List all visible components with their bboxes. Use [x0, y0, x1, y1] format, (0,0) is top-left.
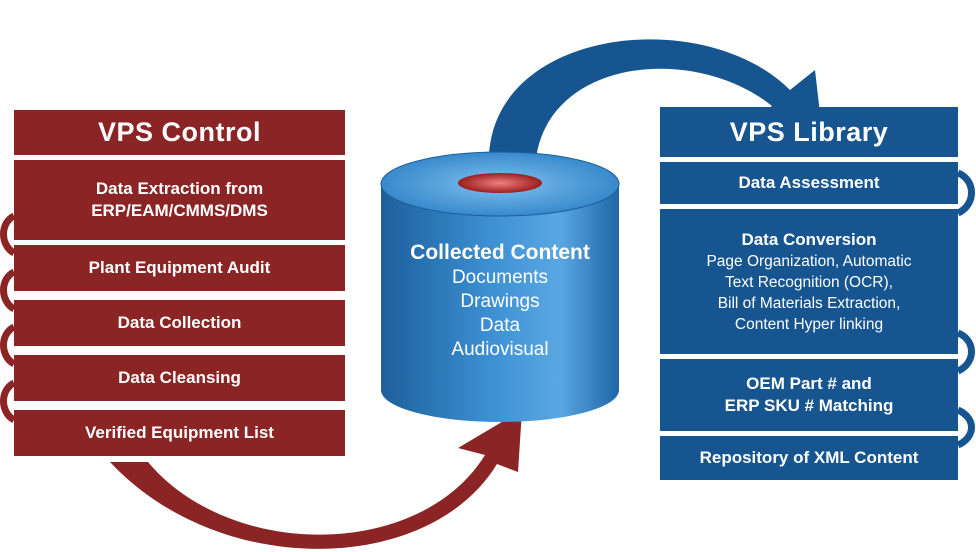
- control-item-line: Data Extraction from: [95, 179, 264, 198]
- library-item-detail: Text Recognition (OCR),: [725, 273, 893, 291]
- vps-library-title: VPS Library: [660, 107, 958, 157]
- red-curved-arrow: [110, 410, 522, 549]
- chain-link: [0, 212, 17, 257]
- collected-content-title: Collected Content: [410, 241, 590, 264]
- chain-link: [956, 169, 975, 217]
- vps-control-title: VPS Control: [14, 110, 345, 155]
- library-item-detail: Content Hyper linking: [734, 315, 884, 333]
- library-item-detail: Page Organization, Automatic: [706, 252, 912, 270]
- chain-link: [0, 268, 17, 313]
- control-item-plant-equipment-audit: Plant Equipment Audit: [14, 245, 345, 291]
- collected-content-item: Audiovisual: [451, 339, 549, 360]
- library-item-data-assessment: Data Assessment: [660, 162, 958, 204]
- chain-links-left: [0, 212, 17, 424]
- control-item-data-cleansing: Data Cleansing: [14, 355, 345, 401]
- chain-link: [0, 323, 17, 368]
- library-item-heading: OEM Part # and: [746, 374, 872, 393]
- collected-content-item: Drawings: [460, 291, 540, 312]
- collected-content-label: Collected Content Documents Drawings Dat…: [380, 240, 620, 362]
- library-item-detail: Bill of Materials Extraction,: [717, 294, 901, 312]
- control-item-verified-equipment-list: Verified Equipment List: [14, 410, 345, 456]
- control-item-data-collection: Data Collection: [14, 300, 345, 346]
- chain-link: [956, 406, 975, 449]
- database-cylinder: [380, 151, 620, 422]
- control-item-data-extraction: Data Extraction from ERP/EAM/CMMS/DMS: [14, 160, 345, 240]
- library-item-heading: ERP SKU # Matching: [724, 396, 894, 415]
- library-item-part-matching: OEM Part # and ERP SKU # Matching: [660, 359, 958, 431]
- chain-link: [0, 379, 17, 424]
- library-item-heading: Data Conversion: [741, 229, 877, 249]
- chain-link: [956, 329, 975, 375]
- collected-content-item: Data: [479, 315, 521, 336]
- chain-links-right: [956, 169, 975, 449]
- collected-content-item: Documents: [451, 267, 549, 288]
- cylinder-opening: [458, 173, 542, 193]
- blue-curved-arrow: [488, 39, 823, 180]
- library-item-xml-repository: Repository of XML Content: [660, 436, 958, 480]
- library-item-data-conversion: Data Conversion Page Organization, Autom…: [660, 209, 958, 354]
- control-item-line: ERP/EAM/CMMS/DMS: [91, 201, 268, 220]
